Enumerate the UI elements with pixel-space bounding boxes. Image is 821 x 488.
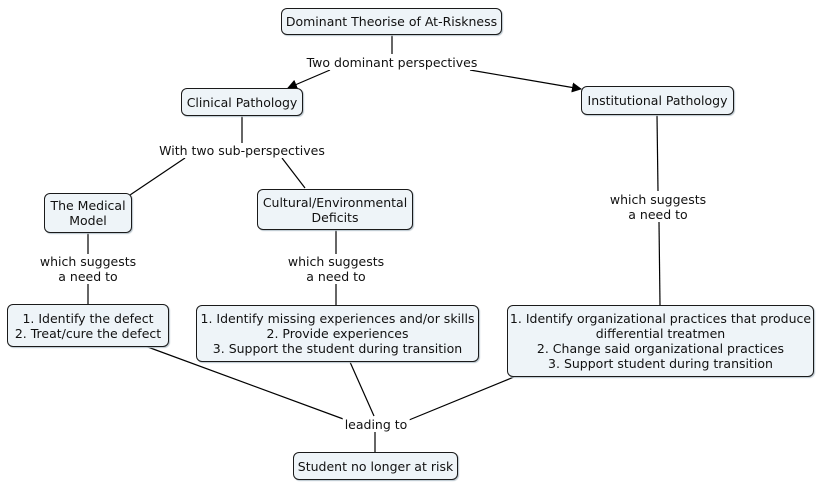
node-cultural-steps[interactable]: 1. Identify missing experiences and/or s… xyxy=(196,305,479,362)
link-leading-to-text: leading to xyxy=(344,417,408,432)
link-suggests-institutional: which suggests a need to xyxy=(607,192,709,222)
node-cultural-deficits-line-1: Cultural/Environmental xyxy=(262,194,408,210)
node-institutional-steps-line-3: 2. Change said organizational practices xyxy=(536,341,785,356)
node-medical-model-line-1: The Medical xyxy=(50,198,126,213)
link-two-dominant-perspectives-text: Two dominant perspectives xyxy=(306,55,478,70)
node-medical-model-line-2: Model xyxy=(69,213,107,228)
node-medical-steps-line-1: 1. Identify the defect xyxy=(22,310,154,326)
link-suggests-medical: which suggests a need to xyxy=(37,254,139,284)
node-outcome-label: Student no longer at risk xyxy=(297,458,454,474)
node-root-label: Dominant Theorise of At-Riskness xyxy=(285,14,498,29)
node-institutional-steps-line-1: 1. Identify organizational practices tha… xyxy=(509,311,812,326)
node-institutional-pathology-label: Institutional Pathology xyxy=(587,93,728,108)
link-suggests-cultural: which suggests a need to xyxy=(285,254,387,284)
node-cultural-deficits-line-2: Deficits xyxy=(311,209,359,225)
node-medical-model[interactable]: The Medical Model xyxy=(44,193,132,233)
node-institutional-steps[interactable]: 1. Identify organizational practices tha… xyxy=(507,305,814,377)
node-root[interactable]: Dominant Theorise of At-Riskness xyxy=(281,8,502,35)
node-cultural-steps-line-1: 1. Identify missing experiences and/or s… xyxy=(200,311,475,326)
node-medical-steps-line-2: 2. Treat/cure the defect xyxy=(14,325,162,341)
node-cultural-steps-line-2: 2. Provide experiences xyxy=(266,326,409,341)
node-institutional-pathology[interactable]: Institutional Pathology xyxy=(581,86,734,115)
link-suggests-medical-line-2: a need to xyxy=(58,269,118,284)
link-two-sub-perspectives-text: With two sub-perspectives xyxy=(159,143,325,158)
link-two-sub-perspectives: With two sub-perspectives xyxy=(157,143,327,158)
link-suggests-cultural-line-1: which suggests xyxy=(287,254,385,269)
node-cultural-deficits[interactable]: Cultural/Environmental Deficits xyxy=(257,189,413,230)
link-leading-to: leading to xyxy=(342,417,410,432)
link-suggests-institutional-line-1: which suggests xyxy=(609,192,707,207)
node-outcome[interactable]: Student no longer at risk xyxy=(293,452,458,480)
node-clinical-pathology-label: Clinical Pathology xyxy=(186,94,298,110)
node-institutional-steps-line-2: differential treatmen xyxy=(595,326,726,341)
node-institutional-steps-line-4: 3. Support student during transition xyxy=(548,356,773,371)
node-cultural-steps-line-3: 3. Support the student during transition xyxy=(212,341,463,356)
node-clinical-pathology[interactable]: Clinical Pathology xyxy=(181,88,303,116)
link-suggests-cultural-line-2: a need to xyxy=(306,269,366,284)
link-two-dominant-perspectives: Two dominant perspectives xyxy=(304,55,480,70)
link-suggests-institutional-line-2: a need to xyxy=(628,207,688,222)
node-medical-steps[interactable]: 1. Identify the defect 2. Treat/cure the… xyxy=(7,304,169,347)
link-suggests-medical-line-1: which suggests xyxy=(39,254,137,269)
